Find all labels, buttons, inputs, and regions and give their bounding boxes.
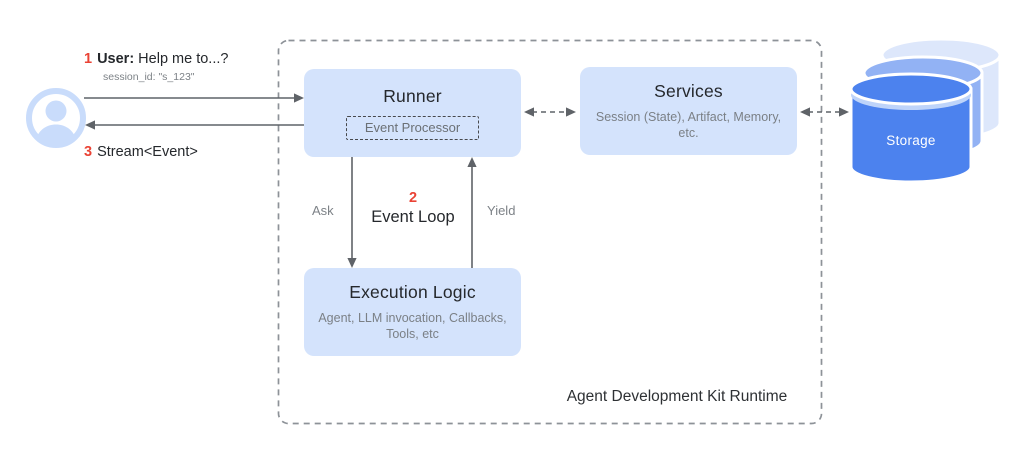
services-node: Services Session (State), Artifact, Memo… bbox=[580, 67, 797, 155]
runner-node: Runner Event Processor bbox=[304, 69, 521, 157]
stream-event-arrow bbox=[85, 120, 304, 130]
execution-logic-node: Execution Logic Agent, LLM invocation, C… bbox=[304, 268, 521, 356]
user-request-arrow bbox=[84, 93, 304, 103]
step-3-number: 3 bbox=[84, 144, 93, 160]
runtime-caption: Agent Development Kit Runtime bbox=[566, 388, 788, 405]
execution-logic-subtitle: Agent, LLM invocation, Callbacks, Tools,… bbox=[318, 310, 507, 342]
ask-label: Ask bbox=[312, 203, 334, 218]
event-processor-box: Event Processor bbox=[345, 116, 480, 140]
user-request-message: Help me to...? bbox=[134, 51, 229, 67]
storage-database-icon bbox=[849, 37, 1002, 184]
session-id-text: session_id: "s_123" bbox=[103, 71, 195, 83]
execution-logic-title: Execution Logic bbox=[349, 281, 476, 302]
event-loop-label: Event Loop bbox=[371, 208, 455, 226]
step-1-number: 1 bbox=[84, 51, 93, 67]
stream-event-message: Stream<Event> bbox=[97, 144, 198, 160]
services-subtitle: Session (State), Artifact, Memory, etc. bbox=[595, 109, 782, 141]
storage-cylinder-front bbox=[849, 72, 973, 184]
storage-label: Storage bbox=[886, 133, 936, 148]
event-loop-label-block: 2 Event Loop bbox=[353, 190, 473, 227]
step-2-number: 2 bbox=[408, 190, 418, 206]
yield-label: Yield bbox=[487, 203, 516, 218]
runner-title: Runner bbox=[383, 86, 442, 106]
services-title: Services bbox=[654, 80, 723, 101]
runner-services-arrow bbox=[524, 107, 576, 117]
user-avatar-icon bbox=[26, 88, 86, 148]
user-label: User: bbox=[97, 51, 135, 67]
